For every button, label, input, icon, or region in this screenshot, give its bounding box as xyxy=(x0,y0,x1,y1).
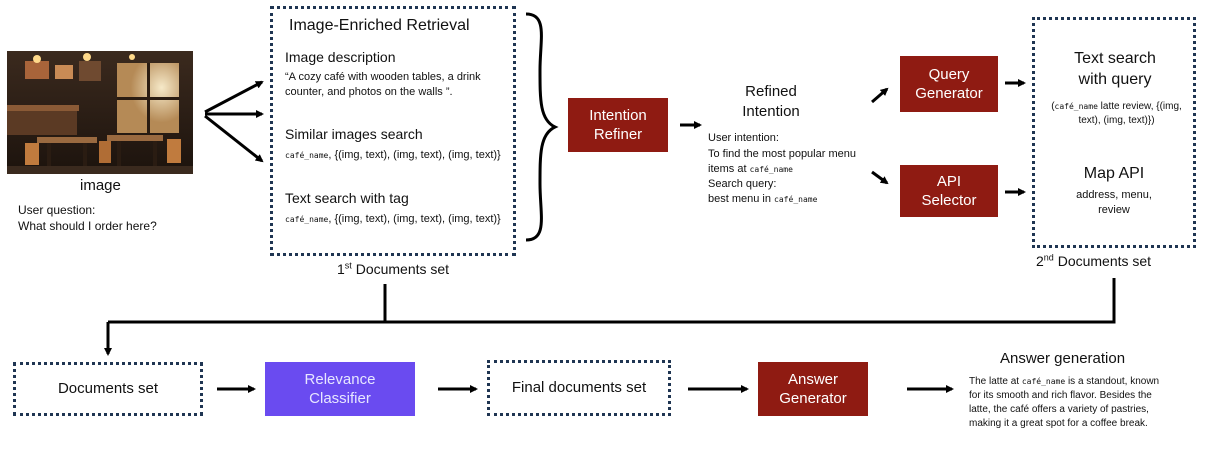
final-documents-box xyxy=(487,360,671,416)
intention-refiner-box: Intention Refiner xyxy=(568,98,668,152)
map-api-text: address, menu, review xyxy=(1076,189,1152,216)
image-description-heading: Image description xyxy=(285,49,396,65)
connector-second-set xyxy=(385,278,1116,324)
connector-first-set xyxy=(108,284,387,324)
second-documents-box xyxy=(1032,17,1196,248)
map-api-title: Map API xyxy=(1083,165,1145,182)
answer-text: The latte at café_name is a standout, kn… xyxy=(969,376,1160,429)
text-search-query-title: Text search with query xyxy=(1074,50,1156,88)
search-query-label: Search query: xyxy=(708,178,777,190)
first-documents-set-label: 1st Documents set xyxy=(337,260,450,277)
cafe-name-tag: café_name xyxy=(1021,377,1066,386)
image-label: image xyxy=(80,177,121,194)
image-description-text: “A cozy café with wooden tables, a drink… xyxy=(285,71,481,98)
api-selector-box: API Selector xyxy=(900,165,998,217)
text-search-tag-heading: Text search with tag xyxy=(285,190,409,206)
second-documents-set-label: 2nd Documents set xyxy=(1036,252,1152,269)
relevance-classifier-label: Relevance Classifier xyxy=(304,371,376,407)
cafe-photo xyxy=(7,51,193,174)
cafe-name-tag: café_name xyxy=(774,195,818,204)
refined-intention-title: Refined Intention xyxy=(742,83,800,120)
cafe-name-tag: café_name xyxy=(1054,102,1098,111)
cafe-name-tag: café_name xyxy=(285,215,329,224)
arrow-to-query-generator xyxy=(871,87,889,104)
arrow-to-api-selector xyxy=(871,170,889,185)
user-question-text: What should I order here? xyxy=(18,219,157,233)
relevance-classifier-box: Relevance Classifier xyxy=(265,362,415,416)
retrieval-title: Image-Enriched Retrieval xyxy=(289,17,470,34)
intention-refiner-label: Intention Refiner xyxy=(589,107,647,143)
documents-set-label: Documents set xyxy=(57,380,159,397)
answer-generator-label: Answer Generator xyxy=(779,371,847,407)
search-query-text: best menu in café_name xyxy=(708,193,818,205)
cafe-name-tag: café_name xyxy=(749,165,793,174)
query-generator-label: Query Generator xyxy=(915,66,983,102)
arrow-image-to-description xyxy=(204,80,264,114)
answer-generator-box: Answer Generator xyxy=(758,362,868,416)
documents-set-box xyxy=(13,362,203,416)
text-search-query-text: (café_name latte review, {(img, text), (… xyxy=(1051,101,1182,126)
arrow-image-to-text-search xyxy=(204,114,264,163)
curly-brace xyxy=(525,12,559,242)
query-generator-box: Query Generator xyxy=(900,56,998,112)
similar-images-heading: Similar images search xyxy=(285,126,423,142)
final-documents-label: Final documents set xyxy=(511,379,647,396)
similar-images-results: , {(img, text), (img, text), (img, text)… xyxy=(328,149,501,161)
api-selector-label: API Selector xyxy=(921,173,977,209)
cafe-name-tag: café_name xyxy=(285,151,329,160)
similar-images-text: café_name, {(img, text), (img, text), (i… xyxy=(285,148,505,163)
user-intention-label: User intention: xyxy=(708,132,779,144)
user-question-label: User question: xyxy=(18,203,96,217)
user-intention-text: To find the most popular menu items at c… xyxy=(708,148,856,175)
retrieval-box xyxy=(270,6,516,256)
answer-generation-title: Answer generation xyxy=(1000,350,1126,367)
text-search-results: , {(img, text), (img, text), (img, text)… xyxy=(328,213,501,225)
text-search-tag-text: café_name, {(img, text), (img, text), (i… xyxy=(285,212,505,227)
